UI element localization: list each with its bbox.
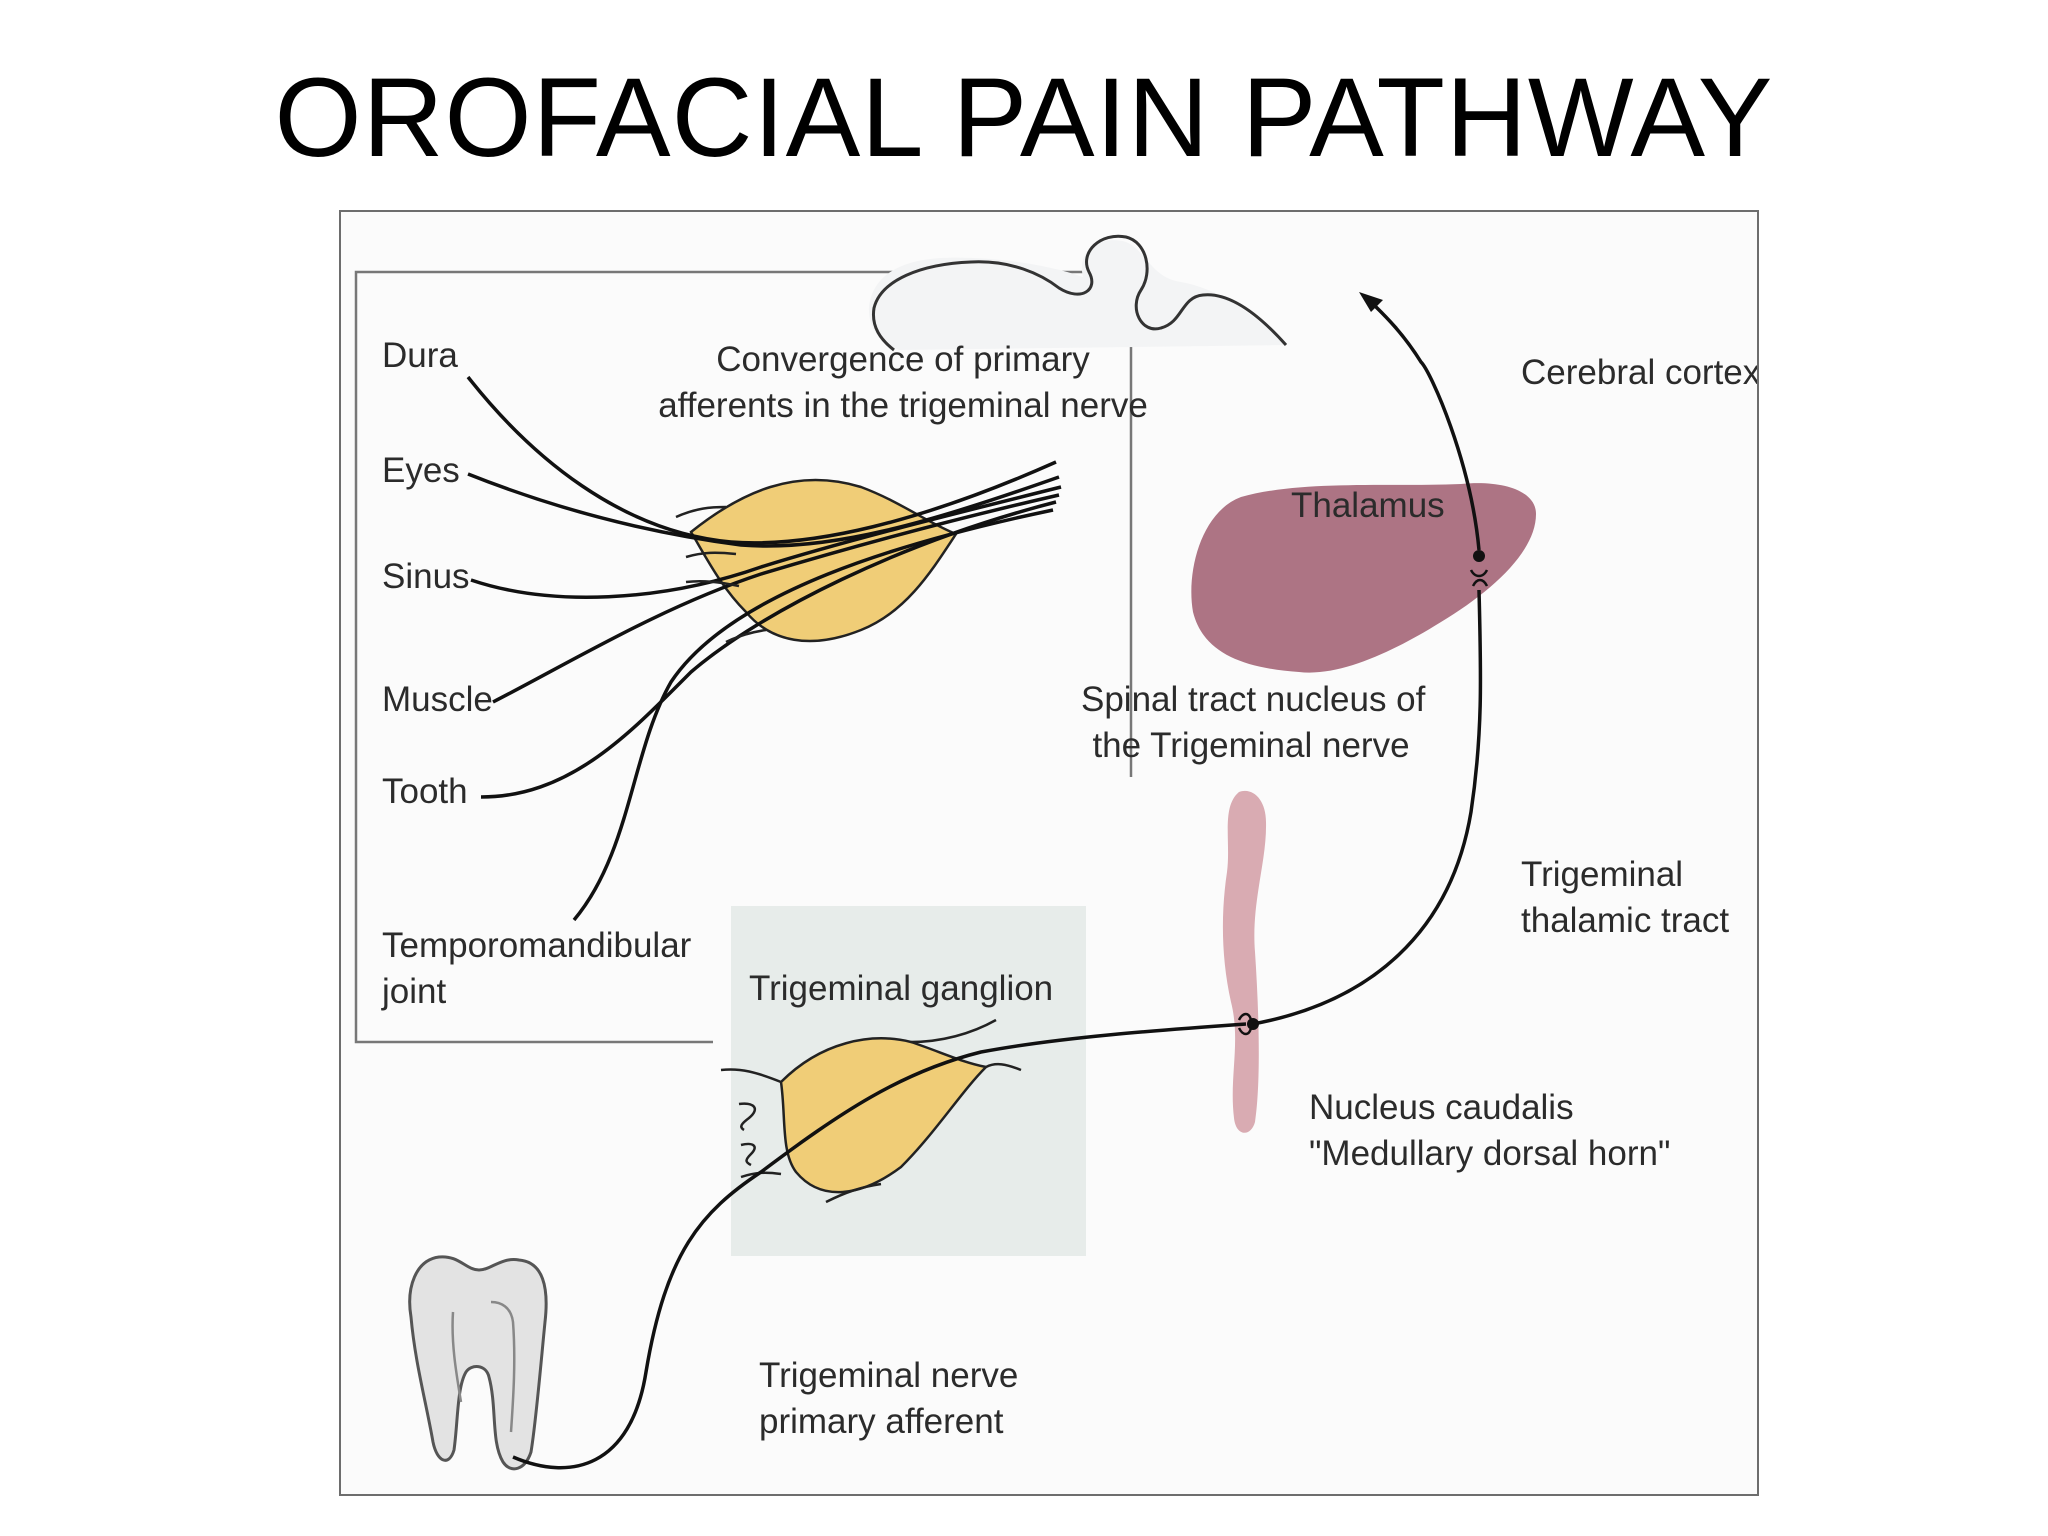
label-thalamic-tract-line2: thalamic tract: [1521, 901, 1730, 940]
label-thalamus: Thalamus: [1291, 486, 1445, 525]
source-label-tooth: Tooth: [382, 772, 468, 811]
inset-frame: [354, 270, 1133, 1044]
convergence-heading-line2: afferents in the trigeminal nerve: [658, 386, 1148, 425]
primary-afferent-nerve: [512, 1022, 1247, 1470]
inset-stubs: [675, 505, 767, 644]
source-label-muscle: Muscle: [382, 680, 493, 719]
label-thalamic-tract-line1: Trigeminal: [1521, 855, 1684, 894]
label-primary-afferent-line2: primary afferent: [759, 1402, 1004, 1441]
inset-fibers: [466, 375, 1062, 922]
source-label-dura: Dura: [382, 336, 458, 375]
inset-ganglion: [689, 478, 958, 643]
label-nucleus-caudalis-line1: Nucleus caudalis: [1309, 1088, 1574, 1127]
thalamocortical-projection: [1369, 300, 1481, 551]
label-trigeminal-ganglion: Trigeminal ganglion: [749, 969, 1054, 1008]
convergence-heading-line1: Convergence of primary: [716, 340, 1090, 379]
pain-pathway-diagram: Convergence of primary afferents in the …: [339, 210, 1759, 1496]
source-label-sinus: Sinus: [382, 557, 470, 596]
source-label-eyes: Eyes: [382, 451, 460, 490]
slide-title: OROFACIAL PAIN PATHWAY: [274, 55, 1774, 180]
arrow-head-cortex: [1359, 292, 1383, 312]
label-spinal-tract-line2: the Trigeminal nerve: [1092, 726, 1410, 765]
label-primary-afferent-line1: Trigeminal nerve: [759, 1356, 1019, 1395]
label-spinal-tract-line1: Spinal tract nucleus of: [1081, 680, 1426, 719]
spinal-nucleus: [1222, 790, 1267, 1133]
diagram-drawing: [354, 234, 1536, 1471]
cortex-outline: [871, 234, 1288, 352]
label-cerebral-cortex: Cerebral cortex: [1521, 353, 1759, 392]
trigeminal-thalamic-tract: [1252, 589, 1483, 1026]
thalamus-synapse: [1473, 550, 1485, 562]
source-label-tmj-line1: Temporomandibular: [382, 926, 692, 965]
thalamus: [1191, 483, 1536, 673]
label-nucleus-caudalis-line2: "Medullary dorsal horn": [1309, 1134, 1671, 1173]
source-label-tmj-line2: joint: [382, 972, 447, 1011]
trigeminal-ganglion: [779, 1037, 989, 1194]
tooth-illustration: [408, 1255, 548, 1471]
